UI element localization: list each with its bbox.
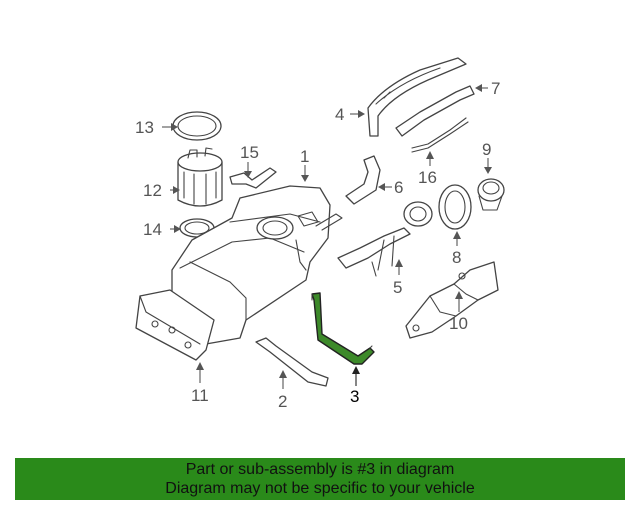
part-10-bracket — [405, 261, 499, 339]
callout-7: 7 — [491, 79, 500, 98]
part-2-strap — [255, 337, 329, 387]
callout-labels: 13 12 14 15 1 11 2 3 4 7 16 6 5 8 9 10 — [135, 79, 500, 411]
banner-line-1: Part or sub-assembly is #3 in diagram — [185, 461, 455, 478]
callout-14: 14 — [143, 220, 162, 239]
callout-16: 16 — [418, 168, 437, 187]
info-banner: Part or sub-assembly is #3 in diagram Di… — [15, 458, 625, 500]
part-1-fuel-tank — [171, 185, 343, 345]
part-4-filler-pipe — [367, 57, 467, 137]
banner-line-2: Diagram may not be specific to your vehi… — [165, 480, 475, 497]
part-6-filler-hose — [345, 155, 381, 205]
part-16-vent-tube — [411, 117, 469, 153]
part-7-hose — [395, 85, 475, 137]
part-11-shield — [135, 289, 215, 361]
callout-9: 9 — [482, 140, 491, 159]
callout-4: 4 — [335, 105, 344, 124]
part-9-fuel-cap — [477, 178, 505, 211]
callout-8: 8 — [452, 248, 461, 267]
callout-10: 10 — [449, 314, 468, 333]
leader-lines — [162, 84, 492, 389]
callout-2: 2 — [278, 392, 287, 411]
callout-15: 15 — [240, 143, 259, 162]
part-8-cap-seal — [438, 184, 472, 230]
callout-1: 1 — [300, 147, 309, 166]
callout-5: 5 — [393, 278, 402, 297]
callout-12: 12 — [143, 181, 162, 200]
part-13-gasket-ring — [172, 111, 222, 141]
callout-3-highlighted: 3 — [350, 387, 359, 406]
part-12-fuel-pump — [177, 147, 223, 207]
callout-13: 13 — [135, 118, 154, 137]
callout-11: 11 — [191, 386, 209, 405]
callout-6: 6 — [394, 178, 403, 197]
part-15-hose — [229, 167, 277, 189]
part-5-filler-neck — [337, 201, 433, 277]
part-3-strap-highlighted — [311, 292, 375, 365]
